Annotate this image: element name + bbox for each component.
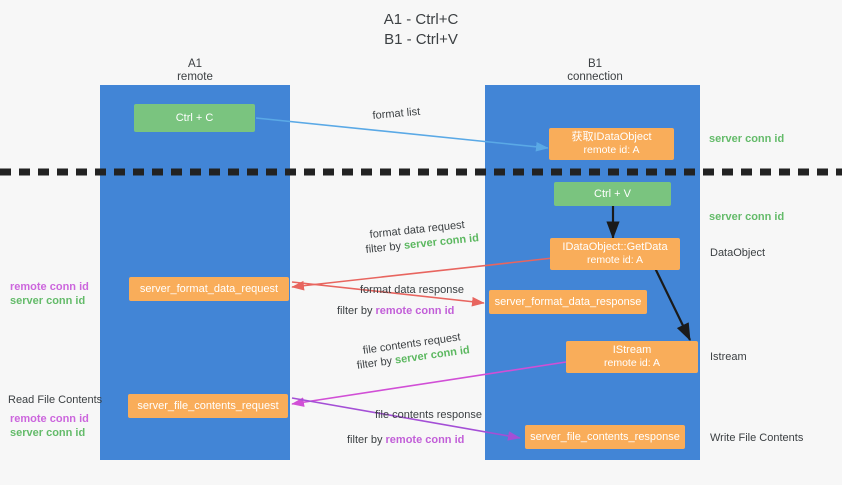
node-istream-line1: IStream — [612, 344, 652, 356]
margin-label-server-conn-id-2: server conn id — [10, 427, 86, 439]
arrow-label-file-contents-response: file contents response — [375, 409, 483, 421]
margin-label-server-conn-id-top: server conn id — [709, 133, 785, 145]
node-get-idataobject[interactable]: 获取IDataObject remote id: A — [549, 128, 674, 160]
filter-prefix: filter by — [365, 239, 405, 256]
arrow-label-format-data-response: format data response — [360, 284, 464, 296]
node-get-idataobject-line2: remote id: A — [583, 144, 640, 156]
node-server-file-contents-response-label: server_file_contents_response — [530, 430, 680, 443]
node-ctrl-v[interactable]: Ctrl + V — [554, 182, 671, 206]
node-get-idataobject-line1: 获取IDataObject — [571, 131, 652, 143]
arrow-label-format-list: format list — [372, 105, 421, 122]
node-server-file-contents-response[interactable]: server_file_contents_response — [525, 425, 685, 449]
filter-prefix: filter by — [347, 434, 386, 446]
lane-header-a1: A1 remote — [177, 58, 213, 83]
page-title: A1 - Ctrl+C B1 - Ctrl+V — [383, 11, 459, 48]
node-ctrl-c-label: Ctrl + C — [175, 111, 214, 124]
filter-key-remote-conn-id: remote conn id — [375, 305, 455, 317]
node-server-format-data-request[interactable]: server_format_data_request — [129, 277, 289, 301]
margin-label-remote-conn-id-2: remote conn id — [10, 413, 89, 425]
margin-label-server-conn-id-mid: server conn id — [709, 211, 785, 223]
filter-key-remote-conn-id: remote conn id — [385, 434, 465, 446]
node-server-file-contents-request-label: server_file_contents_request — [137, 399, 279, 412]
margin-label-server-conn-id-1: server conn id — [10, 295, 86, 307]
margin-label-read-file-contents: Read File Contents — [8, 394, 103, 406]
node-ctrl-v-label: Ctrl + V — [594, 187, 631, 200]
filter-prefix: filter by — [337, 305, 376, 317]
node-istream-line2: remote id: A — [603, 357, 661, 369]
lane-header-b1: B1 connection — [567, 58, 623, 83]
node-getdata-line1: IDataObject::GetData — [562, 241, 668, 253]
margin-label-istream: Istream — [710, 351, 747, 363]
filter-prefix: filter by — [356, 354, 396, 372]
margin-label-dataobject: DataObject — [710, 247, 766, 259]
node-getdata-line2: remote id: A — [586, 254, 644, 266]
margin-label-write-file-contents: Write File Contents — [710, 432, 804, 444]
node-server-format-data-response-label: server_format_data_response — [494, 295, 642, 308]
node-ctrl-c[interactable]: Ctrl + C — [134, 104, 255, 132]
node-server-format-data-response[interactable]: server_format_data_response — [489, 290, 647, 314]
node-server-file-contents-request[interactable]: server_file_contents_request — [128, 394, 288, 418]
arrow-label-file-contents-response-filter: filter by remote conn id — [347, 433, 464, 448]
node-istream[interactable]: IStream remote id: A — [566, 341, 698, 373]
arrow-label-format-data-response-filter: filter by remote conn id — [337, 304, 454, 319]
node-getdata[interactable]: IDataObject::GetData remote id: A — [550, 238, 680, 270]
node-server-format-data-request-label: server_format_data_request — [139, 282, 279, 295]
margin-label-remote-conn-id-1: remote conn id — [10, 281, 89, 293]
